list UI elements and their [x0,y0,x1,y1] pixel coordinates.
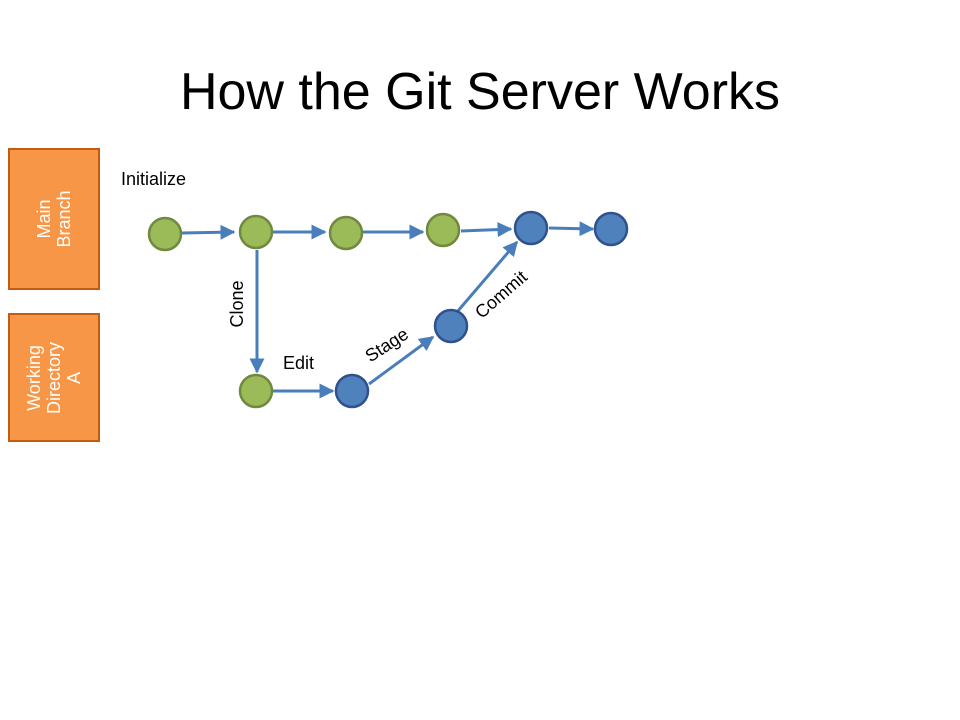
working-clone-node [238,373,274,409]
main-commit-node-3 [328,215,364,251]
edge-main-4-to-5 [460,222,513,238]
main-commit-node-6 [593,211,629,247]
nodes [147,210,629,409]
main-branch-lane: Main Branch [8,148,100,290]
edit-label: Edit [283,353,314,373]
main-commit-node-1 [147,216,183,252]
clone-label: Clone [227,280,247,327]
edge-commit [455,240,519,313]
working-directory-lane: Working Directory A [8,313,100,442]
edge-main-1-to-2 [181,224,236,240]
main-commit-node-2 [238,214,274,250]
main-commit-node-4 [425,212,461,248]
edge-main-5-to-6 [548,221,595,237]
initialize-label: Initialize [121,169,186,189]
edge-stage [368,335,435,386]
slide-title: How the Git Server Works [179,63,781,121]
staged-node [433,308,469,344]
working-edit-node [334,373,370,409]
main-commit-node-5 [513,210,549,246]
commit-label: Commit [471,267,531,323]
edges [181,221,595,399]
